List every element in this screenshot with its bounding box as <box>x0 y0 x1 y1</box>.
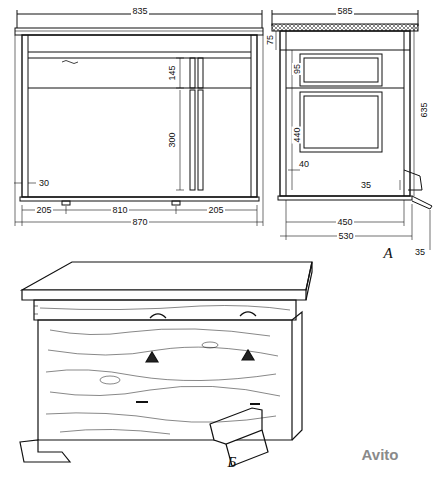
dimension-value: 40 <box>298 159 310 169</box>
dimension-value: 95 <box>292 63 302 75</box>
dimension-value: 205 <box>35 205 52 215</box>
dimension-value: 585 <box>336 6 353 16</box>
dimension-value: 810 <box>111 205 128 215</box>
dimension-value: 35 <box>414 247 426 257</box>
dimension-value: 30 <box>38 178 50 188</box>
dimension-value: 530 <box>337 231 354 241</box>
dimension-value: 870 <box>131 217 148 227</box>
front-view <box>14 10 263 226</box>
dimension-value: 450 <box>336 217 353 227</box>
watermark: Avito <box>361 447 400 463</box>
view-letter: А <box>382 245 393 261</box>
view-letter: Б <box>227 454 238 470</box>
dimension-value: 835 <box>131 6 148 16</box>
side-view <box>272 10 432 250</box>
dimension-value: 205 <box>207 205 224 215</box>
dimension-value: 440 <box>292 126 302 143</box>
dimension-value: 300 <box>167 131 177 148</box>
dimension-value: 635 <box>419 101 429 118</box>
hive-perspective <box>20 262 312 466</box>
dimension-value: 75 <box>265 34 275 46</box>
dimension-value: 35 <box>360 180 372 190</box>
dimension-value: 145 <box>167 64 177 81</box>
